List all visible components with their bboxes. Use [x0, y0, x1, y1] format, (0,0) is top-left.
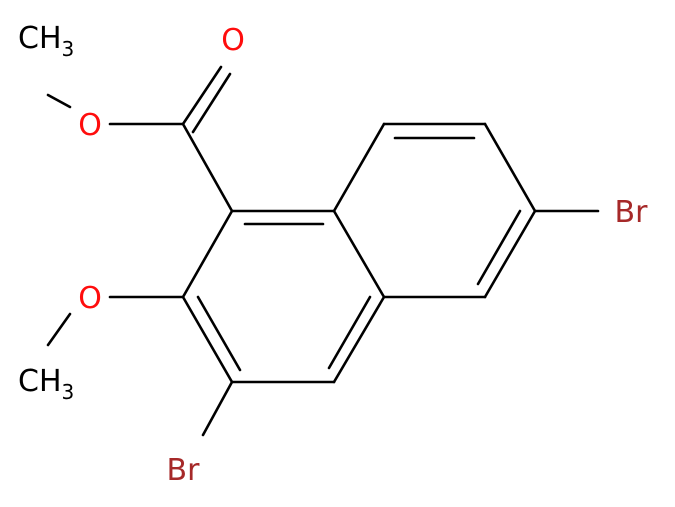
- bond-c4-c4a: [332, 295, 386, 384]
- bond-carbonyl-double-2: [191, 72, 232, 134]
- bond-c3-br: [201, 380, 234, 437]
- bond-carbonyl-c1: [181, 122, 234, 213]
- bond-ch3-o-ester: [46, 93, 72, 109]
- methyl-ester-label: CH3: [18, 21, 74, 61]
- bond-o-methoxy-ch3: [46, 312, 72, 347]
- methoxy-oxygen-label: O: [78, 281, 102, 316]
- bond-c7-c6: [483, 122, 537, 213]
- bond-c6-c5-inner: [476, 209, 522, 286]
- bond-c6-c5: [483, 209, 537, 299]
- methyl-methoxy-label: CH3: [18, 364, 74, 404]
- bond-c8a-c8: [332, 122, 386, 213]
- bond-c2-c3: [181, 295, 234, 384]
- bromine-right-label: Br: [615, 195, 649, 230]
- ester-oxygen-label: O: [78, 108, 102, 143]
- bond-c4a-c8a: [332, 209, 386, 299]
- carbonyl-oxygen-label: O: [221, 23, 245, 58]
- bonds: [46, 65, 600, 437]
- bromine-ring-label: Br: [167, 453, 201, 488]
- bond-c1-c2: [181, 209, 234, 299]
- atom-labels: CH3 O O O CH3 Br Br: [18, 21, 648, 488]
- bond-carbonyl-double-1: [181, 65, 223, 126]
- bond-c2-c3-inner: [196, 295, 242, 372]
- bond-c4-c4a-inner: [327, 295, 372, 370]
